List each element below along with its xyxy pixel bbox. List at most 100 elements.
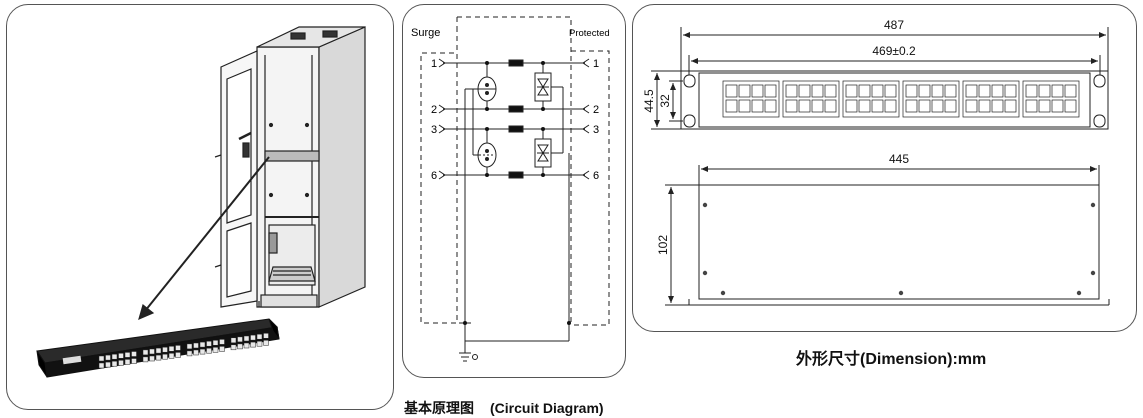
rj45-port bbox=[944, 99, 957, 113]
rj45-port bbox=[858, 99, 871, 113]
patch-jack bbox=[131, 351, 137, 357]
rj45-port bbox=[978, 84, 991, 98]
patch-jack bbox=[162, 346, 168, 353]
rj45-port bbox=[978, 99, 991, 113]
cabinet-equipment bbox=[268, 232, 278, 254]
dim-label-44-5: 44.5 bbox=[642, 89, 656, 113]
patch-jack bbox=[155, 347, 162, 354]
rj45-port bbox=[1064, 99, 1077, 113]
rj45-port bbox=[1064, 84, 1077, 98]
patch-jack bbox=[206, 347, 212, 354]
rj45-port bbox=[811, 99, 824, 113]
patch-jack bbox=[237, 336, 243, 343]
rj45-port bbox=[798, 99, 811, 113]
patch-jack bbox=[118, 353, 124, 359]
dim-label-469: 469±0.2 bbox=[872, 44, 916, 58]
patch-jack bbox=[263, 333, 269, 339]
rack-illustration-panel bbox=[6, 4, 394, 410]
rj45-port bbox=[905, 99, 918, 113]
patch-jack bbox=[237, 343, 243, 350]
rj45-port bbox=[905, 84, 918, 98]
patch-jack bbox=[149, 355, 155, 362]
patch-jack bbox=[162, 353, 168, 360]
rj45-port bbox=[918, 84, 931, 98]
rj45-port bbox=[1051, 84, 1064, 98]
pin-left-2: 2 bbox=[431, 104, 437, 116]
rj45-port bbox=[725, 99, 738, 113]
pin-left-1: 1 bbox=[431, 58, 437, 70]
rj45-port bbox=[858, 84, 871, 98]
ground-terminal bbox=[472, 354, 478, 360]
patch-jack bbox=[175, 345, 181, 351]
rj45-port bbox=[931, 84, 944, 98]
circuit-caption: 基本原理图(Circuit Diagram) bbox=[404, 398, 604, 418]
rj45-port bbox=[1004, 84, 1017, 98]
rj45-port bbox=[944, 84, 957, 98]
rj45-port bbox=[965, 84, 978, 98]
patch-jack bbox=[175, 352, 181, 358]
rj45-port bbox=[884, 99, 897, 113]
rj45-port bbox=[845, 99, 858, 113]
cabinet-top-vent bbox=[290, 32, 306, 40]
pin-left-3: 3 bbox=[431, 124, 437, 136]
circuit-caption-cn: 基本原理图 bbox=[404, 400, 474, 416]
rj45-port bbox=[798, 84, 811, 98]
patch-jack bbox=[168, 346, 175, 352]
cabinet-door-window bbox=[226, 68, 252, 224]
cabinet-tray bbox=[268, 266, 316, 282]
pin-right-3: 3 bbox=[593, 124, 599, 136]
dimension-drawing-panel: 487 469±0.2 445 44.5 32 102 bbox=[632, 4, 1137, 332]
rj45-port bbox=[751, 99, 764, 113]
patch-jack bbox=[155, 354, 162, 361]
patch-jack bbox=[98, 362, 105, 369]
rj45-port bbox=[764, 84, 777, 98]
rj45-port bbox=[884, 84, 897, 98]
dim-label-487: 487 bbox=[884, 18, 904, 32]
patch-jack bbox=[193, 342, 199, 349]
rj45-port bbox=[811, 84, 824, 98]
rj45-port bbox=[871, 84, 884, 98]
patch-jack bbox=[199, 341, 206, 348]
patch-jack bbox=[142, 356, 149, 363]
rack-illustration bbox=[36, 26, 366, 378]
rj45-port bbox=[785, 99, 798, 113]
cabinet-top-vent-2 bbox=[322, 30, 338, 38]
rj45-port bbox=[824, 84, 837, 98]
patch-jack bbox=[124, 352, 131, 358]
rj45-port bbox=[991, 84, 1004, 98]
patch-jack bbox=[142, 349, 149, 356]
rj45-port bbox=[965, 99, 978, 113]
rj45-port bbox=[738, 99, 751, 113]
circuit-diagram: Surge Protected 1 2 3 6 1 2 3 6 bbox=[411, 16, 610, 362]
patch-jack bbox=[105, 361, 111, 368]
rj45-port bbox=[931, 99, 944, 113]
front-panel-ports bbox=[722, 80, 1080, 118]
cabinet-door-handle bbox=[242, 142, 250, 158]
pin-right-1: 1 bbox=[593, 58, 599, 70]
patch-jack bbox=[98, 355, 105, 362]
patch-jack bbox=[243, 342, 250, 349]
rj45-port bbox=[871, 99, 884, 113]
protected-dashed-box bbox=[571, 50, 610, 326]
patch-jack bbox=[124, 359, 131, 365]
surge-dashed-box bbox=[420, 27, 458, 324]
dimension-drawing: 487 469±0.2 445 44.5 32 102 bbox=[642, 18, 1110, 306]
rj45-port bbox=[725, 84, 738, 98]
cabinet-shelf bbox=[264, 150, 320, 162]
cabinet-top bbox=[256, 26, 366, 48]
patch-jack bbox=[243, 335, 250, 342]
pin-right-2: 2 bbox=[593, 104, 599, 116]
patch-panel-label-plate bbox=[62, 355, 82, 365]
surge-label: Surge bbox=[411, 27, 440, 39]
rj45-port bbox=[824, 99, 837, 113]
rj45-port bbox=[1038, 84, 1051, 98]
cabinet-side bbox=[318, 26, 366, 308]
patch-jack bbox=[149, 348, 155, 355]
patch-jack bbox=[193, 349, 199, 356]
rj45-port bbox=[1025, 84, 1038, 98]
patch-jack bbox=[219, 339, 225, 345]
rj45-port bbox=[1004, 99, 1017, 113]
patch-jack bbox=[111, 353, 118, 360]
patch-panel-jacks bbox=[98, 333, 269, 369]
patch-jack bbox=[111, 360, 118, 367]
